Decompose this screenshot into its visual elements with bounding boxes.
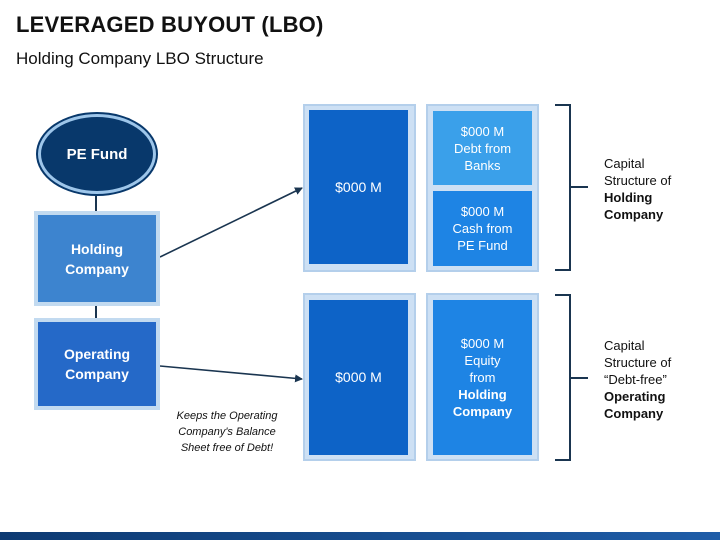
holding-capital-structure-label: Capital Structure of Holding Company [604,155,671,223]
holding-company-box: Holding Company [34,211,160,306]
equity-line-5: Company [452,404,513,419]
holding-total-amount: $000 M [309,110,408,264]
holding-cs-line-4: Company [604,207,664,222]
holding-label-line-2: Company [65,260,129,277]
holding-cs-line-1: Capital [604,156,645,171]
note-line-1: Keeps the Operating [176,410,278,422]
debt-line-3: Banks [464,157,501,173]
holding-label-line-1: Holding [70,240,124,257]
holding-cs-line-3: Holding [604,190,653,205]
page-title: LEVERAGED BUYOUT (LBO) [16,12,324,37]
cash-line-3: PE Fund [457,238,508,253]
holding-cs-line-2: Structure of [604,173,672,188]
cash-from-pe-fund-box: $000 M Cash from PE Fund [433,191,532,266]
equity-line-3: from [469,370,496,385]
operating-label-line-2: Company [65,366,129,382]
arrow-holding-to-capital [159,187,303,258]
equity-line-4: Holding [458,387,507,402]
pe-fund-node: PE Fund [38,114,156,194]
operating-cs-line-5: Company [604,406,664,421]
operating-label-line-1: Operating [63,346,131,362]
debt-line-2: Debt from [453,140,512,156]
equity-line-2: Equity [464,353,501,368]
cash-line-2: Cash from [452,221,513,236]
bracket-operating [555,294,588,461]
operating-cs-line-4: Operating [604,389,666,404]
pe-fund-label: PE Fund [66,145,128,163]
bracket-holding [555,104,588,271]
equity-amount: $000 M [460,336,505,351]
operating-cs-line-1: Capital [604,338,645,353]
arrow-operating-to-capital [159,365,303,383]
operating-company-box: Operating Company [34,318,160,410]
bottom-accent-band [0,532,720,540]
operating-cs-line-2: Structure of [604,355,672,370]
page-subtitle: Holding Company LBO Structure [16,49,264,68]
operating-note: Keeps the Operating Company's Balance Sh… [168,408,286,456]
debt-amount: $000 M [460,123,505,139]
operating-cs-line-3: “Debt-free” [604,372,667,387]
note-line-2: Company's Balance [178,426,276,438]
operating-capital-structure-label: Capital Structure of “Debt-free” Operati… [604,337,671,422]
equity-from-holding-box: $000 M Equity from Holding Company [433,300,532,455]
debt-from-banks-box: $000 M Debt from Banks [433,111,532,185]
note-line-3: Sheet free of Debt! [180,442,274,454]
operating-total-amount: $000 M [309,300,408,455]
cash-amount: $000 M [460,204,505,219]
